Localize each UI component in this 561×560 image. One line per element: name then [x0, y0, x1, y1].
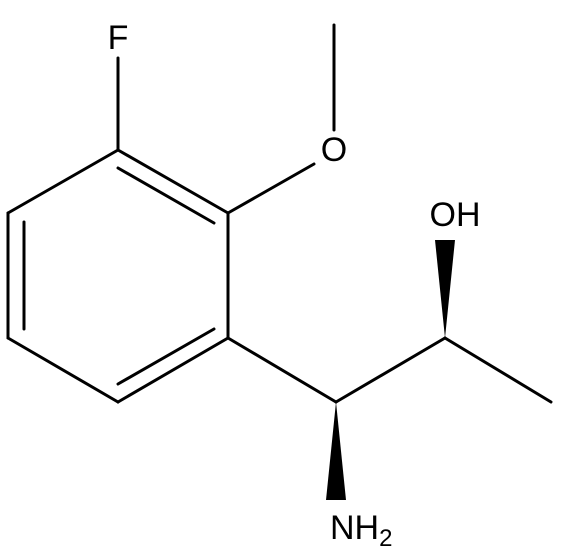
bond-ca-cb [334, 336, 447, 404]
bond-c3-ca [226, 336, 338, 404]
wedge-bond-ca-amine [326, 402, 346, 500]
methoxy-oxygen-label: O [321, 131, 347, 169]
ring-double-bond-inner-1 [116, 166, 216, 225]
bond-cb-methyl [443, 336, 553, 404]
amine-label-base: NH [330, 509, 379, 547]
wedge-bond-cb-hydroxyl [435, 240, 455, 338]
fluorine-atom-label: F [108, 19, 129, 57]
amine-label: NH2 [330, 509, 392, 552]
ring-bond-c6-c1 [6, 148, 120, 215]
amine-label-subscript: 2 [379, 525, 392, 552]
ring-double-bond-inner-2 [116, 327, 216, 386]
ring-bond-c1-c2 [116, 148, 230, 215]
ring-bond-c4-c5 [6, 336, 120, 404]
benzene-ring [6, 148, 230, 404]
ring-bond-c3-c4 [116, 336, 230, 404]
bond-c2-oxygen [226, 162, 316, 215]
hydroxyl-label: OH [430, 196, 481, 234]
